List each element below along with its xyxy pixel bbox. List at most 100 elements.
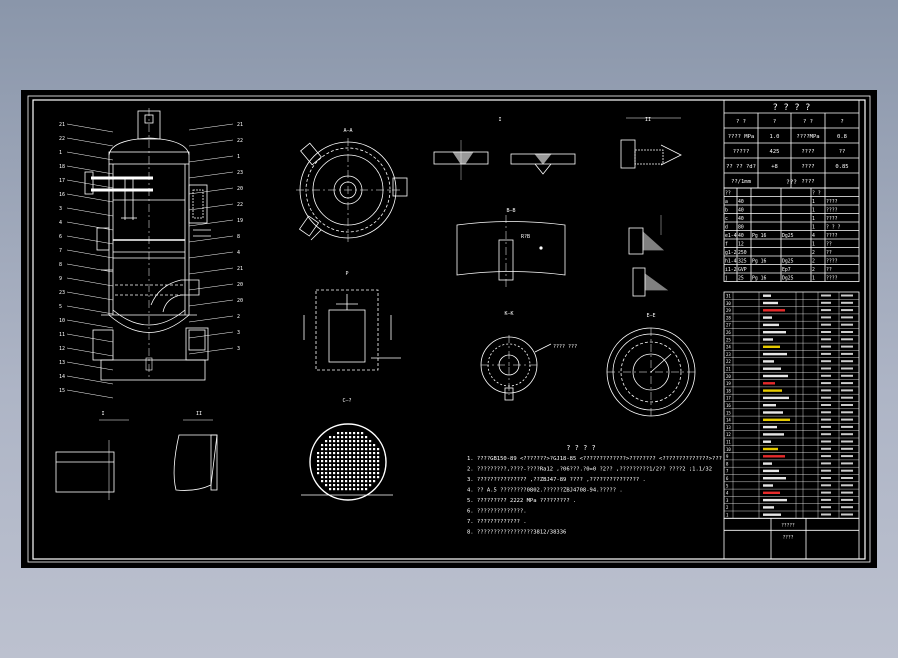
- parts-list-cell: 27: [726, 323, 731, 328]
- design-table-cell: ?: [773, 119, 776, 125]
- tube-hole: [329, 488, 332, 491]
- weld-details: [433, 117, 682, 180]
- tube-hole: [337, 468, 340, 471]
- design-table-cell: ????: [801, 179, 814, 185]
- tube-hole: [317, 468, 320, 471]
- leader-line: [188, 219, 234, 227]
- tube-hole: [341, 472, 344, 475]
- leader-line: [66, 221, 114, 231]
- tube-hole: [317, 456, 320, 459]
- leader-number: 5: [59, 304, 62, 310]
- nozzle-table-cell: f: [725, 242, 728, 248]
- leader-line: [188, 187, 234, 195]
- tube-hole: [373, 476, 376, 479]
- tube-hole: [325, 484, 328, 487]
- parts-list-cell: 14: [726, 418, 731, 423]
- radius-dim: R?B: [521, 234, 530, 240]
- tube-hole: [337, 488, 340, 491]
- leader-line: [188, 299, 234, 307]
- tube-hole: [333, 488, 336, 491]
- tube-hole: [357, 476, 360, 479]
- tube-hole: [361, 480, 364, 483]
- parts-list-entry: [841, 404, 853, 406]
- tube-hole: [377, 476, 380, 479]
- nozzle-table-cell: 40: [738, 216, 744, 222]
- section-kk-view: [480, 335, 552, 401]
- tube-hole: [333, 440, 336, 443]
- tube-hole: [353, 436, 356, 439]
- design-table-cell: 425: [770, 149, 780, 155]
- parts-list-entry: [763, 301, 778, 305]
- tube-hole: [349, 448, 352, 451]
- leader-line: [66, 319, 114, 329]
- tube-hole: [321, 460, 324, 463]
- leader-number: 10: [59, 318, 65, 324]
- tube-hole: [329, 440, 332, 443]
- parts-list-entry: [763, 345, 780, 348]
- tube-hole: [369, 456, 372, 459]
- nozzle-table-cell: ????: [826, 259, 838, 265]
- tube-hole: [325, 464, 328, 467]
- leader-number: 3: [237, 330, 240, 336]
- tube-hole: [357, 452, 360, 455]
- leader-line: [66, 305, 114, 315]
- tube-hole: [325, 440, 328, 443]
- parts-list-entry: [841, 345, 853, 348]
- parts-list-entry: [821, 513, 831, 516]
- parts-list-entry: [763, 440, 771, 443]
- leader-line: [66, 291, 114, 301]
- parts-list-entry: [841, 294, 853, 297]
- parts-list-entry: [841, 411, 853, 414]
- outer-frame: [27, 95, 871, 563]
- nozzle-table-cell: Pg 16: [752, 259, 767, 265]
- tube-hole: [373, 456, 376, 459]
- tube-hole: [365, 464, 368, 467]
- parts-list-entry: [821, 301, 831, 304]
- tube-hole: [329, 444, 332, 447]
- nozzle-table-cell: Pg 16: [752, 276, 767, 282]
- tube-sheet-view: [301, 423, 393, 501]
- nozzle-table-cell: 12: [738, 242, 744, 248]
- design-table-cell: ?????: [733, 149, 750, 155]
- parts-list-cell: 12: [726, 432, 731, 437]
- leader-number: 4: [237, 250, 240, 256]
- parts-list-entry: [821, 411, 831, 414]
- parts-list-entry: [821, 338, 831, 341]
- tube-hole: [325, 448, 328, 451]
- parts-list-entry: [821, 309, 831, 312]
- leader-number: 21: [237, 122, 243, 128]
- tube-hole: [325, 460, 328, 463]
- tube-hole: [325, 468, 328, 471]
- tube-hole: [369, 460, 372, 463]
- tube-hole: [329, 472, 332, 475]
- tube-hole: [329, 468, 332, 471]
- leader-line: [66, 123, 114, 133]
- leader-number: 11: [59, 332, 65, 338]
- nozzle-table-cell: 1: [812, 208, 815, 214]
- nozzle-table-cell: ??: [826, 242, 832, 248]
- tube-hole: [333, 452, 336, 455]
- tube-hole: [369, 444, 372, 447]
- leader-line: [66, 361, 114, 371]
- note-line: 7. ????????????? .: [467, 519, 527, 525]
- tube-hole: [337, 472, 340, 475]
- nozzle-table-cell: ????: [826, 216, 838, 222]
- section-ee-view: [606, 327, 696, 417]
- parts-list-cell: 29: [726, 308, 731, 313]
- tube-hole: [333, 472, 336, 475]
- leader-line: [66, 165, 114, 175]
- tube-hole: [365, 440, 368, 443]
- nozzle-table-cell: e1-4: [725, 233, 737, 239]
- parts-list-cell: 6: [726, 476, 729, 481]
- leader-number: 20: [237, 186, 243, 192]
- notes-title: ? ? ? ?: [566, 444, 596, 452]
- nozzle-table-cell: c: [725, 217, 728, 222]
- parts-list-entry: [821, 418, 831, 421]
- nozzle-table-cell: a: [725, 200, 728, 205]
- design-table-cell: ??: [839, 149, 846, 155]
- tube-hole: [337, 456, 340, 459]
- leader-line: [66, 137, 114, 147]
- parts-list-entry: [841, 491, 853, 494]
- tube-hole: [353, 464, 356, 467]
- tube-hole: [349, 484, 352, 487]
